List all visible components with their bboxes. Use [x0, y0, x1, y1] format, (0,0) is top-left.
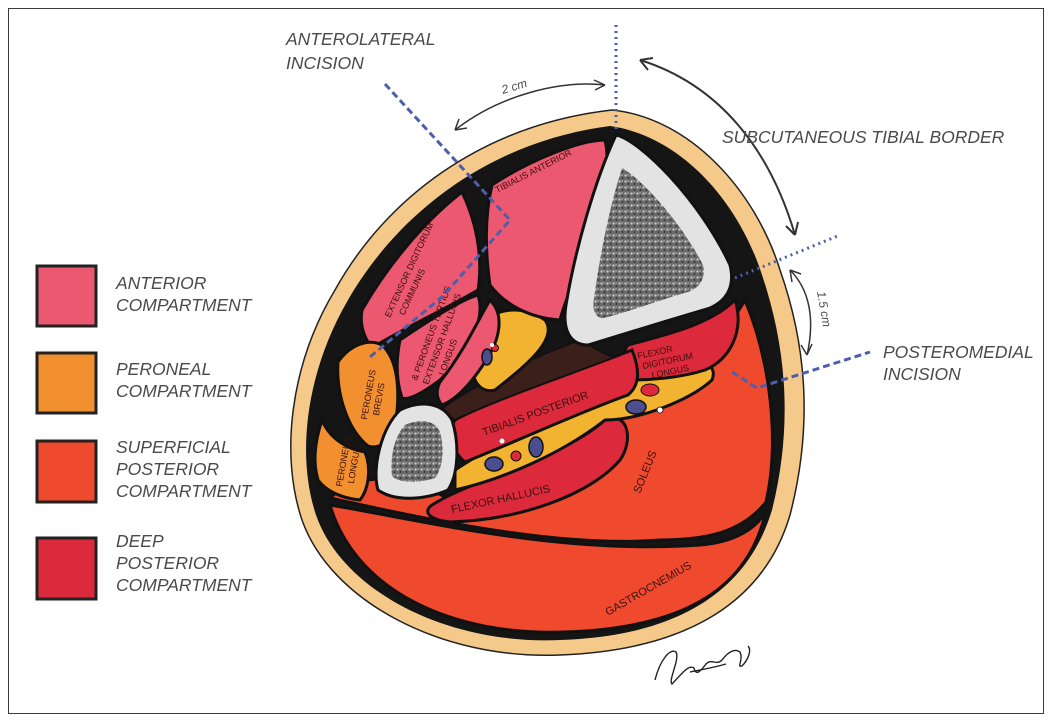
artist-signature	[655, 646, 750, 684]
subcutaneous-tibial-border-label: SUBCUTANEOUS TIBIAL BORDER	[722, 127, 1005, 147]
legend-swatch-anterior	[37, 266, 96, 326]
legend-swatch-superficial-posterior	[37, 441, 96, 502]
cross-section: TIBIALIS ANTERIOR EXTENSOR DIGITORUMCOMM…	[291, 110, 804, 655]
distance-1-5cm-label: 1.5 cm	[814, 290, 834, 328]
legend-swatch-deep-posterior	[37, 538, 96, 599]
legend-swatch-peroneal	[37, 353, 96, 413]
